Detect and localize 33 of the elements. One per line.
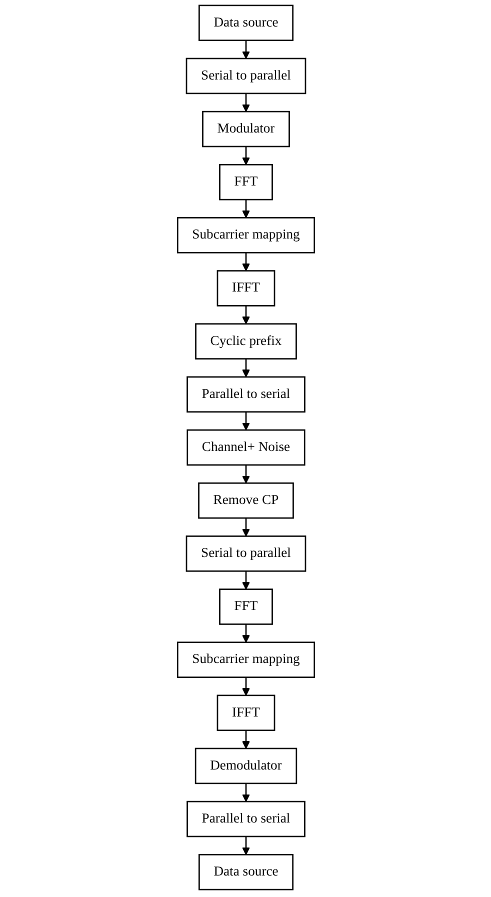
- node-box: FFT: [218, 164, 272, 200]
- node-box: Data source: [198, 854, 293, 890]
- node-box: Cyclic prefix: [194, 323, 296, 360]
- node-box: IFFT: [216, 694, 275, 732]
- node-box: Modulator: [202, 110, 290, 148]
- arrow: [242, 677, 250, 696]
- arrow: [242, 518, 250, 537]
- arrow: [242, 730, 250, 749]
- arrow: [242, 93, 250, 112]
- node-box: Parallel to serial: [186, 376, 305, 413]
- arrow: [242, 40, 250, 59]
- node-box: Subcarrier mapping: [176, 642, 315, 678]
- arrow: [242, 836, 250, 855]
- node-box: Data source: [198, 4, 293, 42]
- node-box: Serial to parallel: [185, 536, 306, 572]
- node-box: Demodulator: [194, 748, 297, 784]
- arrow: [242, 252, 250, 272]
- arrow: [242, 571, 250, 590]
- arrow: [242, 200, 250, 218]
- node-box: Serial to parallel: [185, 58, 306, 94]
- node-box: Subcarrier mapping: [176, 217, 315, 254]
- arrow: [242, 306, 250, 324]
- node-box: Parallel to serial: [186, 800, 305, 838]
- node-box: IFFT: [216, 270, 275, 306]
- arrow: [242, 783, 250, 802]
- arrow: [242, 412, 250, 430]
- arrow: [242, 358, 250, 378]
- node-box: Remove CP: [198, 482, 294, 519]
- arrow: [242, 146, 250, 166]
- arrow: [242, 464, 250, 484]
- node-box: FFT: [218, 588, 272, 625]
- arrow: [242, 624, 250, 643]
- node-box: Channel+ Noise: [186, 429, 305, 466]
